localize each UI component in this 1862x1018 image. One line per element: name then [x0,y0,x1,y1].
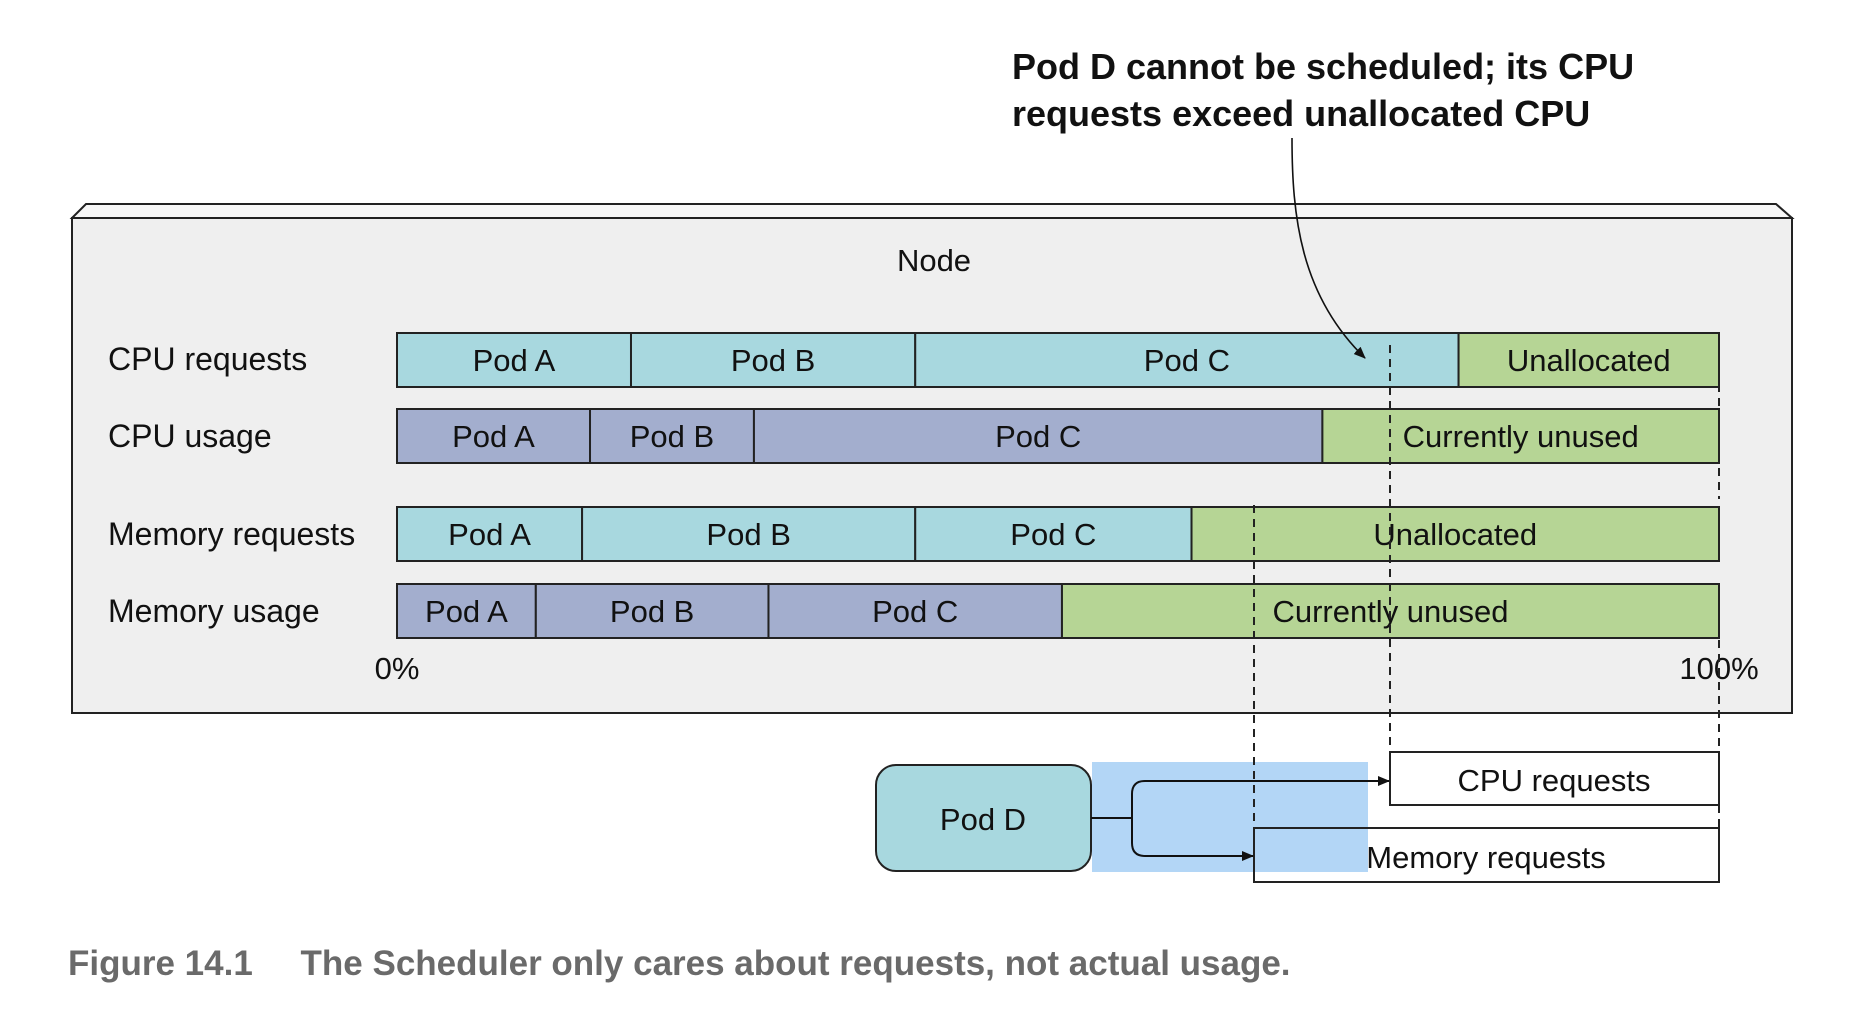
pod-d-memory-request-label: Memory requests [1366,840,1605,875]
cpu-requests-segment-pod-a [396,332,632,388]
cpu-usage-segment-label-pod-a: Pod A [452,419,535,454]
pod-d-connectors [1091,776,1390,861]
cpu-usage-segment-pod-b [589,408,755,464]
memory-usage-segment-pod-c [767,583,1063,639]
memory-requests-segment-pod-b [581,506,917,562]
memory-requests-segment-pod-c [914,506,1193,562]
pod-d-cpu-request-box [1389,751,1720,806]
memory-requests-segment-pod-a [396,506,584,562]
row-label-cpu-usage: CPU usage [108,418,272,454]
figure-caption: Figure 14.1 The Scheduler only cares abo… [68,944,1291,983]
cpu-requests-segment-label-pod-b: Pod B [731,343,815,378]
memory-requests-segment-label-pod-c: Pod C [1010,517,1096,552]
pod-d-label: Pod D [940,802,1026,837]
cpu-usage-segment-label-pod-b: Pod B [630,419,714,454]
node-title: Node [897,243,971,278]
memory-requests-segment-label-free: Unallocated [1373,517,1537,552]
cpu-requests-segment-free [1457,332,1721,388]
callout-line-2: requests exceed unallocated CPU [1012,93,1590,134]
memory-requests-segment-label-pod-a: Pod A [448,517,531,552]
cpu-usage-segment-label-pod-c: Pod C [995,419,1081,454]
memory-usage-segment-label-pod-c: Pod C [872,594,958,629]
row-label-memory-usage: Memory usage [108,593,320,629]
cpu-requests-segment-pod-b [629,332,917,388]
row-label-memory-requests: Memory requests [108,516,355,552]
memory-usage-segment-label-pod-b: Pod B [610,594,694,629]
cpu-requests-segment-pod-c [914,332,1460,388]
axis-min-label: 0% [375,651,420,686]
callout-line-1: Pod D cannot be scheduled; its CPU [1012,46,1634,87]
cpu-usage-segment-pod-c [752,408,1324,464]
memory-usage-segment-label-pod-a: Pod A [425,594,508,629]
row-label-cpu-requests: CPU requests [108,341,307,377]
cpu-usage-segment-label-free: Currently unused [1403,419,1639,454]
guide-lines [1253,345,1720,827]
pod-d-memory-request-box [1253,827,1720,883]
cpu-requests-segment-label-pod-a: Pod A [473,343,556,378]
figure-number: Figure 14.1 [68,944,253,983]
figure-caption-text: The Scheduler only cares about requests,… [301,944,1291,983]
memory-requests-segment-label-pod-b: Pod B [706,517,790,552]
cpu-usage-segment-pod-a [396,408,592,464]
memory-usage-segment-pod-a [396,583,537,639]
cpu-requests-segment-label-free: Unallocated [1507,343,1671,378]
cpu-usage-segment-free [1321,408,1721,464]
callout-arrow [1291,137,1366,359]
memory-requests-segment-free [1190,506,1720,562]
pod-d-cpu-request-label: CPU requests [1458,763,1651,798]
cpu-requests-segment-label-pod-c: Pod C [1144,343,1230,378]
memory-usage-segment-pod-b [534,583,770,639]
